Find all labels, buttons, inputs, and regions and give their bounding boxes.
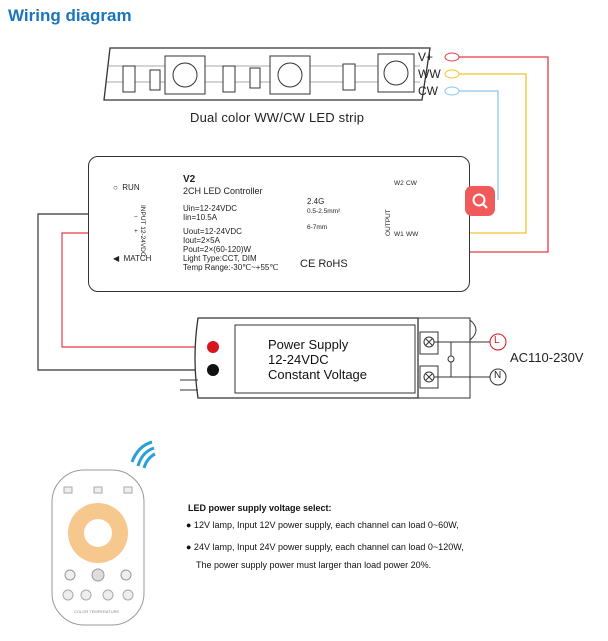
- match-indicator: ◀ MATCH: [113, 254, 152, 263]
- pin-vplus: V+: [418, 50, 434, 64]
- antenna-label: 2.4G: [307, 197, 325, 206]
- wire-positive: [61, 232, 207, 348]
- power-supply-label: Power Supply 12-24VDC Constant Voltage: [268, 337, 368, 382]
- wire-ww: [459, 73, 527, 234]
- neutral-label: N: [494, 370, 502, 381]
- note-margin: The power supply power must larger than …: [196, 560, 432, 570]
- wire-negative: [37, 213, 207, 371]
- controller-name: 2CH LED Controller: [183, 186, 263, 196]
- wire-cw: [459, 90, 499, 200]
- strip-length: 6-7mm: [307, 224, 328, 231]
- led-strip: [103, 47, 460, 101]
- controller-specs: Uin=12-24VDC Iin=10.5A Uout=12-24VDC Iou…: [183, 204, 279, 272]
- search-icon: [472, 193, 488, 209]
- ce-rohs-marks: CE RoHS: [300, 258, 348, 270]
- run-indicator: ○ RUN: [113, 183, 140, 192]
- ac-input-label: AC110-230V: [510, 350, 584, 365]
- page-title: Wiring diagram: [8, 6, 132, 25]
- notes-heading: LED power supply voltage select:: [188, 503, 332, 513]
- output-channel-ww: WW: [406, 231, 419, 238]
- strip-caption: Dual color WW/CW LED strip: [190, 110, 365, 125]
- remote-footer: COLOR TEMPERATURE: [74, 609, 120, 614]
- power-supply: [180, 317, 477, 399]
- output-channel-w1: W1: [394, 231, 404, 238]
- live-label: L: [494, 335, 500, 346]
- input-label: INPUT 12-24VDC: [139, 205, 146, 257]
- wire-size: 0.5-2.5mm²: [307, 208, 341, 215]
- wifi-icon: [130, 440, 156, 469]
- output-channel-cw: CW: [406, 180, 417, 187]
- input-polarity: −+: [134, 214, 138, 235]
- output-channel-w2: W2: [394, 180, 404, 187]
- wire-vplus: [459, 56, 549, 253]
- controller-model: V2: [183, 174, 196, 185]
- pin-ww: WW: [418, 67, 441, 81]
- search-button[interactable]: [465, 186, 495, 216]
- output-label: OUTPUT: [385, 209, 392, 236]
- controller-box: [88, 156, 470, 292]
- note-12v: ● 12V lamp, Input 12V power supply, each…: [186, 520, 459, 530]
- pin-cw: CW: [418, 84, 438, 98]
- remote-control: [51, 469, 145, 626]
- note-24v: ● 24V lamp, Input 24V power supply, each…: [186, 542, 464, 552]
